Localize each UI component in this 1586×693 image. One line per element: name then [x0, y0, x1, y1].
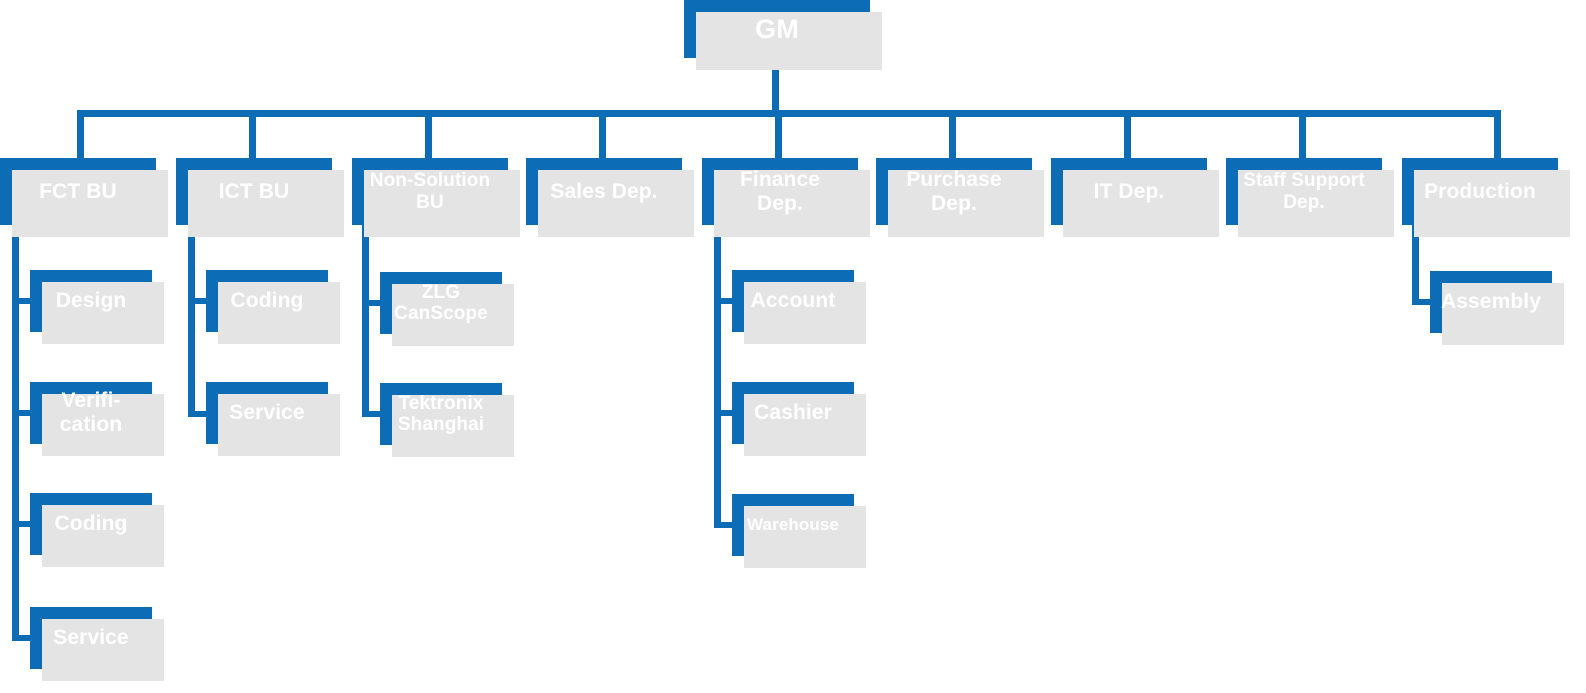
node-label: Coding	[230, 289, 304, 313]
node-ict-bu[interactable]: ICT BU	[176, 158, 344, 237]
connector-spine-fct-bu	[12, 225, 19, 641]
node-shadow	[42, 394, 164, 456]
node-shadow	[42, 505, 164, 567]
node-purchase-dep[interactable]: Purchase Dep.	[876, 158, 1044, 237]
connector-drop-it-dep	[1124, 110, 1131, 158]
connector-spine-production	[1412, 225, 1419, 305]
connector-stub-ict-coding	[188, 298, 208, 304]
node-label: ZLG CanScope	[394, 281, 488, 324]
node-shadow	[888, 170, 1044, 237]
node-ns-tektronix-shanghai[interactable]: Tektronix Shanghai	[380, 383, 514, 457]
node-label: Cashier	[754, 401, 832, 425]
node-label: Verifi- cation	[59, 389, 123, 436]
connector-drop-non-solution-bu	[425, 110, 432, 158]
node-shadow	[538, 170, 694, 237]
connector-stub-ns-zlg-canscope	[362, 300, 382, 306]
connector-drop-purchase-dep	[949, 110, 956, 158]
node-label: FCT BU	[39, 179, 117, 203]
node-shadow	[696, 12, 882, 70]
node-shadow	[1238, 170, 1394, 237]
node-fct-service[interactable]: Service	[30, 607, 164, 681]
connector-drop-staff-support-dep	[1299, 110, 1306, 158]
node-production[interactable]: Production	[1402, 158, 1570, 237]
node-shadow	[218, 282, 340, 344]
node-staff-support-dep[interactable]: Staff Support Dep.	[1226, 158, 1394, 237]
node-shadow	[744, 506, 866, 568]
node-shadow	[218, 394, 340, 456]
node-shadow	[744, 394, 866, 456]
node-shadow	[188, 170, 344, 237]
connector-stub-finance-account	[714, 298, 734, 304]
node-it-dep[interactable]: IT Dep.	[1051, 158, 1219, 237]
node-shadow	[42, 282, 164, 344]
node-fct-verification[interactable]: Verifi- cation	[30, 382, 164, 456]
node-shadow	[1442, 283, 1564, 345]
connector-spine-ict-bu	[188, 225, 195, 417]
node-ns-zlg-canscope[interactable]: ZLG CanScope	[380, 272, 514, 346]
connector-stub-ns-tektronix-shanghai	[362, 411, 382, 417]
connector-stub-fct-coding	[12, 521, 32, 527]
node-label: GM	[755, 13, 799, 44]
node-fct-coding[interactable]: Coding	[30, 493, 164, 567]
node-shadow	[392, 395, 514, 457]
node-label: Design	[55, 289, 127, 313]
node-label: Purchase Dep.	[906, 167, 1002, 215]
node-fct-bu[interactable]: FCT BU	[0, 158, 168, 237]
node-shadow	[12, 170, 168, 237]
node-label: Staff Support Dep.	[1243, 170, 1365, 213]
node-label: Tektronix Shanghai	[397, 392, 485, 435]
node-shadow	[744, 282, 866, 344]
node-shadow	[1063, 170, 1219, 237]
node-ict-coding[interactable]: Coding	[206, 270, 340, 344]
node-shadow	[42, 619, 164, 681]
node-label: Sales Dep.	[550, 179, 658, 203]
node-label: Coding	[54, 512, 128, 536]
node-label: Warehouse	[747, 515, 839, 535]
node-finance-dep[interactable]: Finance Dep.	[702, 158, 870, 237]
connector-drop-sales-dep	[599, 110, 606, 158]
connector-stub-production-assembly	[1412, 299, 1432, 305]
node-finance-cashier[interactable]: Cashier	[732, 382, 866, 456]
node-label: Service	[229, 401, 305, 425]
connector-spine-finance-dep	[714, 225, 721, 528]
node-label: IT Dep.	[1093, 179, 1165, 203]
node-production-assembly[interactable]: Assembly	[1430, 271, 1564, 345]
connector-stub-fct-verification	[12, 410, 32, 416]
connector-gm-stem	[772, 58, 779, 116]
node-label: Assembly	[1440, 290, 1542, 314]
connector-drop-ict-bu	[249, 110, 256, 158]
node-non-solution-bu[interactable]: Non-Solution BU	[352, 158, 520, 237]
node-label: Non-Solution BU	[369, 170, 491, 213]
node-shadow	[1414, 170, 1570, 237]
node-label: Account	[750, 289, 836, 313]
node-ict-service[interactable]: Service	[206, 382, 340, 456]
connector-stub-fct-design	[12, 298, 32, 304]
connector-stub-ict-service	[188, 411, 208, 417]
node-sales-dep[interactable]: Sales Dep.	[526, 158, 694, 237]
node-shadow	[392, 284, 514, 346]
connector-stub-finance-warehouse	[714, 522, 734, 528]
node-label: Service	[53, 626, 129, 650]
connector-drop-production	[1494, 110, 1501, 158]
connector-stub-fct-service	[12, 635, 32, 641]
connector-drop-finance-dep	[775, 110, 782, 158]
node-finance-warehouse[interactable]: Warehouse	[732, 494, 866, 568]
connector-spine-non-solution-bu	[362, 225, 369, 417]
connector-stub-finance-cashier	[714, 410, 734, 416]
node-label: Production	[1424, 179, 1536, 203]
node-shadow	[364, 170, 520, 237]
node-label: Finance Dep.	[739, 167, 821, 215]
node-label: ICT BU	[218, 179, 290, 203]
connector-drop-fct-bu	[77, 110, 84, 158]
node-finance-account[interactable]: Account	[732, 270, 866, 344]
connector-main-bus	[77, 110, 1501, 117]
node-shadow	[714, 170, 870, 237]
node-fct-design[interactable]: Design	[30, 270, 164, 344]
node-gm[interactable]: GM	[684, 0, 882, 70]
